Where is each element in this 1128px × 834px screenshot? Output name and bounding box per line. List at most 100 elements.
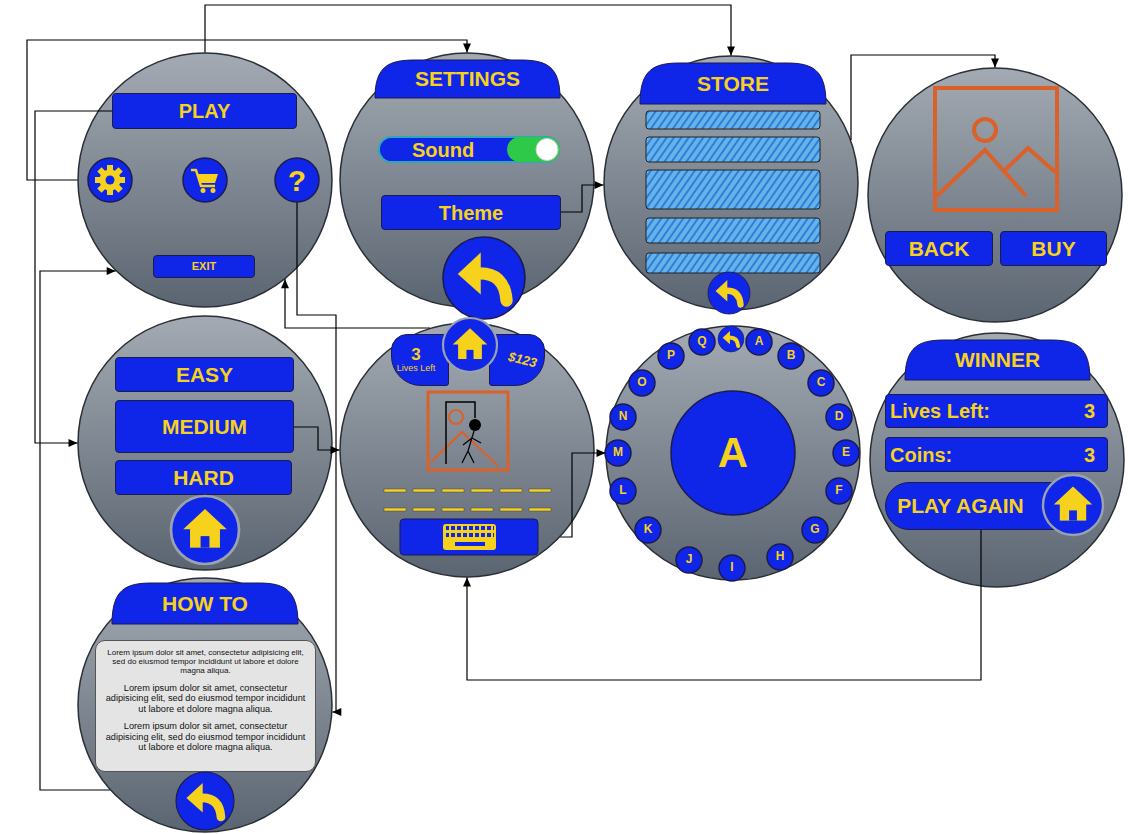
screen-disc — [870, 333, 1124, 587]
screen-disc — [340, 323, 594, 577]
button-label: PLAY — [179, 100, 231, 122]
title-band — [640, 63, 826, 104]
menu-button: Theme — [381, 195, 561, 230]
screen-title: STORE — [697, 72, 769, 95]
button-label: G — [810, 523, 819, 536]
letter-key: P — [657, 342, 685, 370]
watch-screen: HOW TO Lorem ipsum dolor sit amet, consec… — [77, 577, 333, 833]
button-label: Q — [697, 335, 706, 348]
button-disc — [826, 404, 852, 430]
button-disc — [605, 440, 631, 466]
stat-row: Lives Left:3 — [885, 394, 1108, 428]
watch-screen: AABCDEFGHIJKLMNOPQ — [605, 325, 861, 581]
letter-key: L — [609, 477, 637, 505]
button-disc — [719, 555, 745, 581]
arrow-head — [597, 449, 606, 457]
button-label: O — [637, 376, 646, 389]
arrow-head — [991, 59, 999, 68]
button-label: ? — [288, 164, 306, 197]
title-band — [905, 340, 1090, 380]
button-disc — [671, 391, 795, 515]
watch-screen: BACK BUY — [867, 67, 1123, 323]
watch-screen: EASYMEDIUMHARD — [77, 315, 333, 571]
screen-disc — [606, 326, 860, 580]
button-label: E — [842, 446, 850, 459]
button-disc — [610, 404, 636, 430]
button-label: K — [644, 523, 653, 536]
exit-button: EXIT — [153, 255, 255, 278]
arrow-head — [332, 708, 341, 716]
title-band-label-box: WINNER — [905, 340, 1090, 380]
button-label: BUY — [1031, 237, 1075, 260]
letter-key: O — [628, 369, 656, 397]
letter-key: M — [604, 439, 632, 467]
button-label: N — [619, 410, 628, 423]
selected-letter: A — [670, 390, 796, 516]
button-disc — [658, 343, 684, 369]
button-disc — [676, 547, 702, 573]
letter-key: H — [766, 543, 794, 571]
title-band-label-box: SETTINGS — [375, 60, 560, 98]
watch-screen: STORE — [603, 55, 859, 311]
screen-disc — [868, 68, 1122, 322]
letter-key: K — [634, 516, 662, 544]
button-disc — [778, 343, 804, 369]
stat-text: Coins: — [890, 444, 952, 466]
button-label: HARD — [173, 466, 234, 489]
letter-key: F — [825, 477, 853, 505]
watch-screen: PLAY? EXIT — [77, 52, 333, 308]
play-again-button: PLAY AGAIN — [885, 482, 1058, 530]
button-label: L — [619, 484, 626, 497]
button-label: A — [718, 430, 748, 476]
screen-title: WINNER — [955, 348, 1040, 371]
toggle-row: Sound — [378, 136, 560, 163]
letter-key: D — [825, 403, 853, 431]
arrow-head — [595, 181, 604, 189]
button-disc — [629, 370, 655, 396]
difficulty-button: HARD — [115, 460, 292, 495]
instruction-paragraph: Lorem ipsum dolor sit amet, consectetur … — [104, 648, 307, 676]
button-label: J — [686, 553, 693, 566]
button-label: M — [613, 446, 623, 459]
button-label: F — [835, 484, 842, 497]
menu-button: PLAY — [112, 93, 297, 129]
stat-text: 3 — [1084, 444, 1095, 466]
screen-title: SETTINGS — [415, 67, 520, 90]
letter-key: Q — [688, 328, 716, 356]
letter-key: I — [718, 554, 746, 582]
screen-disc — [78, 316, 332, 570]
tab-text: Lives Left — [397, 364, 436, 374]
arrow-head — [69, 439, 78, 447]
screen-title: HOW TO — [162, 592, 248, 615]
instructions-panel: Lorem ipsum dolor sit amet, consectetur … — [95, 640, 316, 772]
button-disc — [826, 478, 852, 504]
letter-key: G — [801, 516, 829, 544]
button-label: MEDIUM — [162, 415, 247, 438]
screen-outline — [339, 322, 595, 578]
title-band — [375, 60, 560, 98]
button-label: Sound — [412, 139, 474, 161]
button-disc — [833, 440, 859, 466]
button-disc — [802, 517, 828, 543]
title-band — [112, 583, 298, 624]
button-disc — [610, 478, 636, 504]
button-disc — [635, 517, 661, 543]
button-disc — [689, 329, 715, 355]
button-disc — [275, 158, 319, 202]
stat-text: Lives Left: — [890, 400, 990, 422]
arrow-head — [463, 578, 471, 587]
button-disc — [746, 329, 772, 355]
button-label: BACK — [909, 237, 970, 260]
button-label: PLAY AGAIN — [897, 494, 1023, 517]
tab-text: 3 — [411, 346, 420, 365]
instruction-paragraph: Lorem ipsum dolor sit amet, consectetur … — [104, 683, 307, 715]
difficulty-button: MEDIUM — [115, 400, 294, 453]
action-button: BACK — [885, 231, 993, 266]
action-button: BUY — [1000, 231, 1107, 266]
button-label: H — [776, 550, 785, 563]
screen-outline — [867, 67, 1123, 323]
connector-line — [205, 5, 731, 56]
button-label: A — [755, 335, 764, 348]
button-label: P — [667, 349, 675, 362]
title-band-label-box: STORE — [640, 63, 826, 104]
